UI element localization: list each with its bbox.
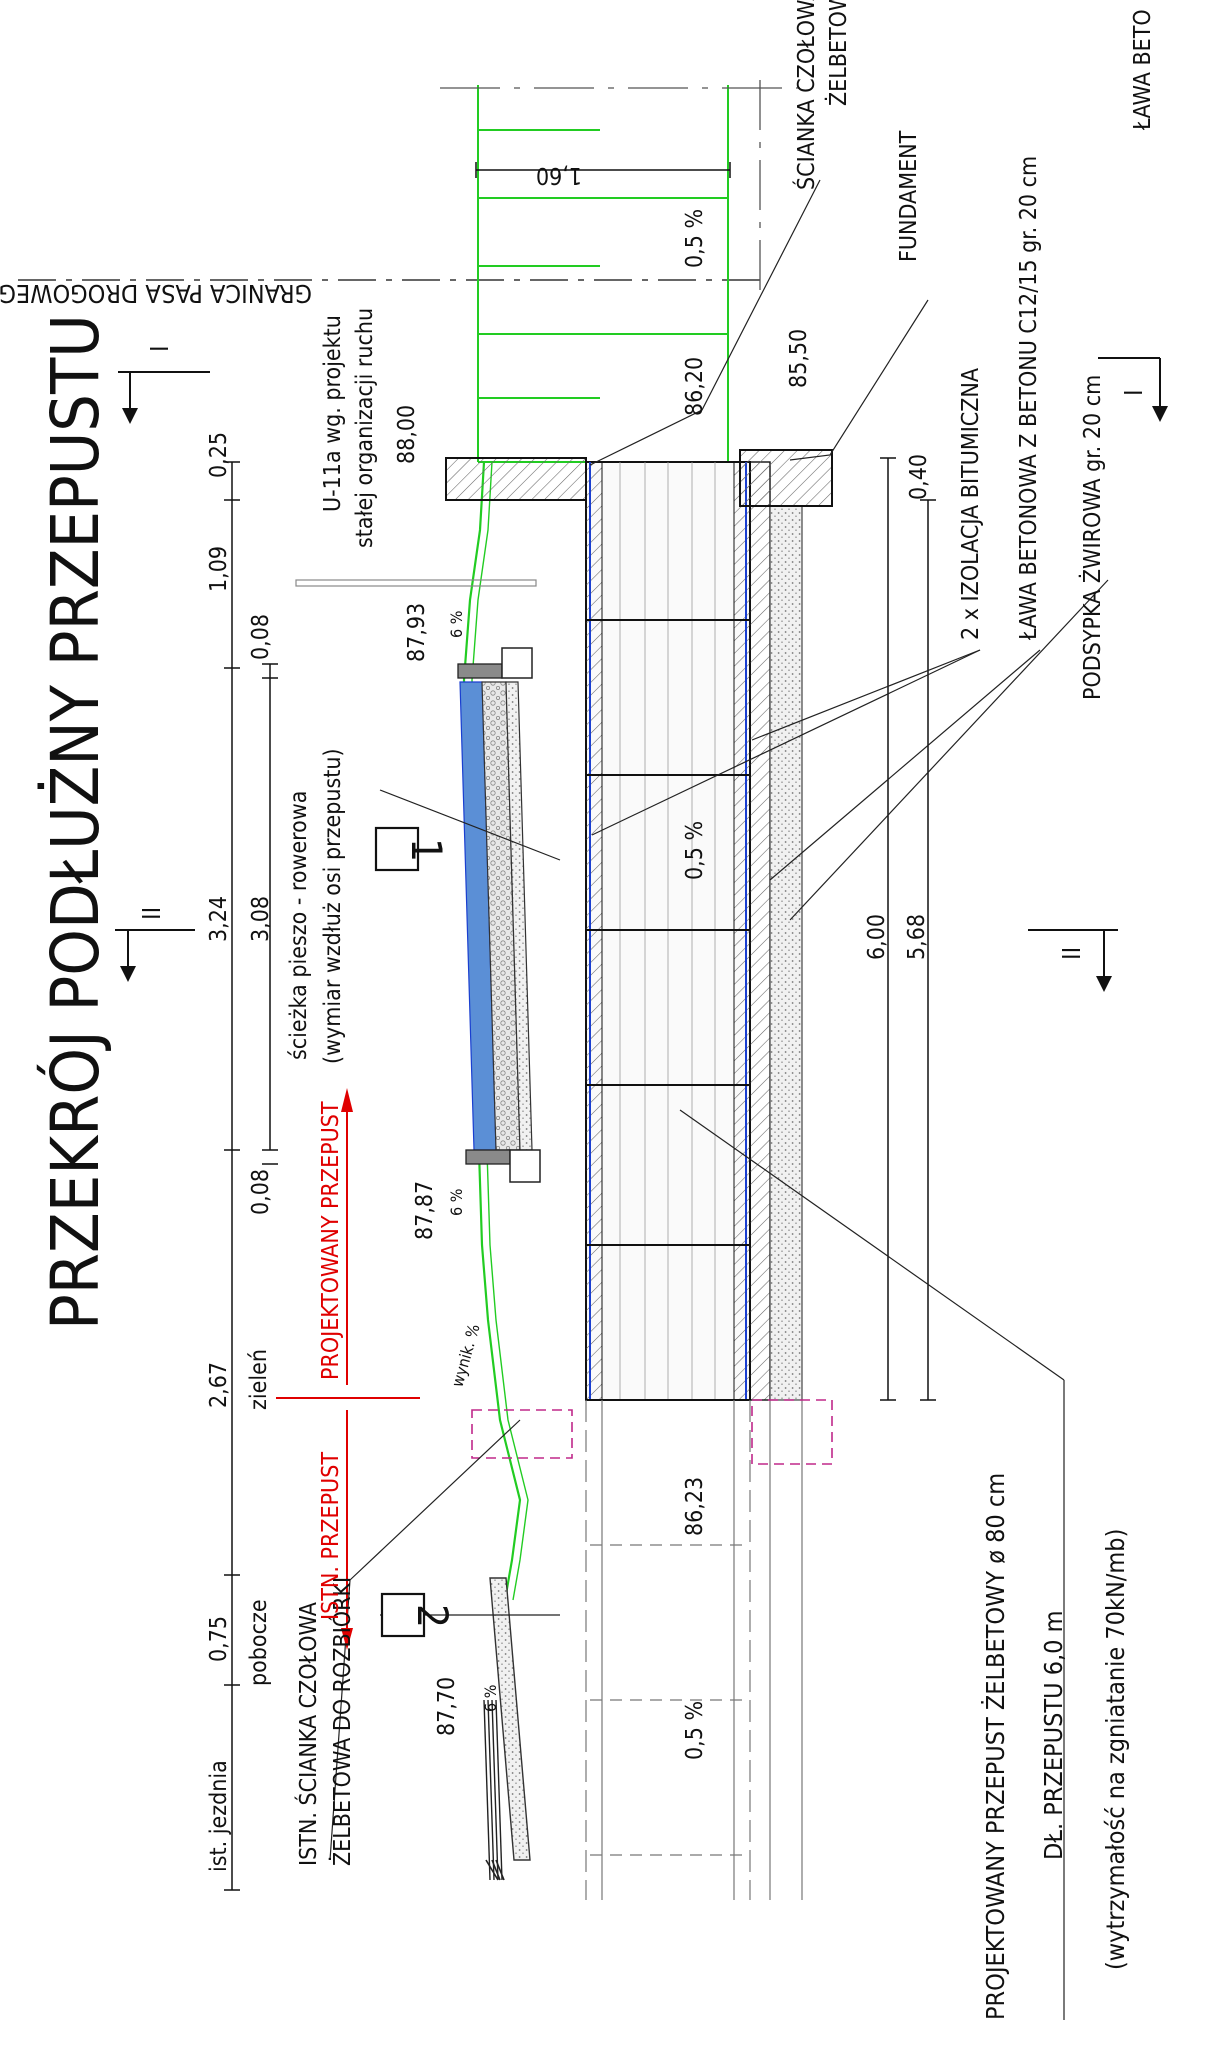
dim-075: 0,75 bbox=[206, 1616, 232, 1662]
slope-6-mid: 6 % bbox=[447, 1189, 466, 1216]
dim-324: 3,24 bbox=[206, 896, 232, 942]
headwall-far-label: ŁAWA BETO bbox=[1130, 9, 1156, 131]
elev-8550: 85,50 bbox=[786, 329, 812, 388]
headwall-right bbox=[445, 457, 587, 501]
section-marker-i-right: I bbox=[1098, 357, 1168, 422]
existing-headwall-label-1: ISTN. ŚCIANKA CZOŁOWA bbox=[294, 1602, 322, 1866]
culvert-pipe bbox=[585, 461, 751, 1401]
slope-05-bottom: 0,5 % bbox=[682, 1701, 708, 1760]
road-layers bbox=[483, 1699, 503, 1881]
projected-arrow-head bbox=[341, 1088, 353, 1112]
existing-headwall-demolition bbox=[471, 1399, 833, 1881]
podsypka-label: PODSYPKA ŻWIROWA gr. 20 cm bbox=[1078, 375, 1106, 700]
zone-jezdnia: ist. jezdnia bbox=[206, 1760, 232, 1872]
culvert-note-2: DŁ. PRZEPUSTU 6,0 m bbox=[1039, 1611, 1068, 1861]
dim-568: 5,68 bbox=[904, 914, 930, 960]
dimension-line-right bbox=[475, 162, 936, 1401]
terrain-surface-line-2 bbox=[471, 461, 529, 1601]
gravel-bedding bbox=[769, 505, 803, 1401]
sign-label-1: U-11a wg. projektu bbox=[320, 315, 346, 512]
zone-zielen: zieleń bbox=[246, 1349, 272, 1410]
dim-308: 3,08 bbox=[248, 896, 274, 942]
label-projected-culvert: PROJEKTOWANY PRZEPUST bbox=[318, 1101, 344, 1380]
dimension-line-left bbox=[224, 461, 278, 1891]
dim-267: 2,67 bbox=[206, 1362, 232, 1408]
sign-label-2: stałej organizacji ruchu bbox=[352, 308, 378, 548]
slope-6-top: 6 % bbox=[447, 611, 466, 638]
elev-8787: 87,87 bbox=[412, 1181, 438, 1240]
elev-8770: 87,70 bbox=[434, 1677, 460, 1736]
section-ii-left-label: II bbox=[137, 907, 166, 920]
path-label-note: (wymiar wzdłuż osi przepustu) bbox=[320, 748, 346, 1064]
slope-05-top: 0,5 % bbox=[682, 209, 708, 268]
elev-8623: 86,23 bbox=[682, 1477, 708, 1536]
road-sign-post bbox=[295, 579, 537, 587]
zone-pobocze: pobocze bbox=[246, 1599, 272, 1686]
section-marker-i-left: I bbox=[118, 345, 210, 424]
path-label: ścieżka pieszo - rowerowa bbox=[286, 791, 312, 1060]
headwall-label-2: ŻELBETOWA bbox=[824, 0, 852, 106]
fundament-label: FUNDAMENT bbox=[896, 130, 922, 262]
label-existing-culvert: ISTN. PRZEPUST bbox=[318, 1452, 344, 1620]
terrain-grid bbox=[477, 85, 729, 463]
dim-109: 1,09 bbox=[206, 546, 232, 592]
section-i-left-label: I bbox=[145, 345, 174, 352]
dim-025: 0,25 bbox=[206, 432, 232, 478]
dim-160: 1,60 bbox=[536, 162, 582, 188]
concrete-bench bbox=[749, 461, 771, 1401]
section-i-right-label: I bbox=[1119, 389, 1148, 396]
section-marker-ii-right: II bbox=[1028, 929, 1118, 992]
road-boundary-label: GRANICA PASA DROGOWEGO bbox=[0, 279, 312, 308]
slope-wynik: wynik. % bbox=[448, 1322, 484, 1389]
marker-1: 1 bbox=[374, 826, 451, 872]
lawa-label: ŁAWA BETONOWA Z BETONU C12/15 gr. 20 cm bbox=[1016, 156, 1042, 641]
existing-arrow-head bbox=[341, 1628, 353, 1650]
elev-8620: 86,20 bbox=[682, 357, 708, 416]
cycle-path-structure bbox=[457, 647, 541, 1183]
dim-040: 0,40 bbox=[906, 454, 932, 500]
drawing-title: PRZEKRÓJ PODŁUŻNY PRZEPUSTU bbox=[37, 314, 114, 1330]
elev-8800: 88,00 bbox=[394, 405, 420, 464]
marker-2: 2 bbox=[380, 1592, 457, 1638]
elev-8793: 87,93 bbox=[404, 603, 430, 662]
izolacja-label: 2 x IZOLACJA BITUMICZNA bbox=[958, 368, 984, 640]
terrain-surface-line bbox=[462, 461, 522, 1601]
headwall-label-1: ŚCIANKA CZOŁOWA bbox=[792, 0, 820, 190]
existing-culvert bbox=[585, 1400, 803, 1900]
dim-008a: 0,08 bbox=[248, 614, 274, 660]
culvert-note-3: (wytrzymałość na zgniatanie 70kN/mb) bbox=[1101, 1529, 1130, 1970]
dim-008b: 0,08 bbox=[248, 1169, 274, 1215]
section-ii-right-label: II bbox=[1057, 947, 1086, 960]
existing-headwall-label-2: ŻELBETOWA DO ROZBIÓRKI bbox=[328, 1577, 356, 1866]
slope-05-mid: 0,5 % bbox=[682, 821, 708, 880]
culvert-note-1: PROJEKTOWANY PRZEPUST ŻELBETOWY ø 80 cm bbox=[981, 1473, 1010, 2020]
marker-2-label: 2 bbox=[408, 1604, 457, 1628]
marker-1-label: 1 bbox=[402, 838, 451, 862]
dim-600: 6,00 bbox=[864, 914, 890, 960]
slope-6-bottom: 6 % bbox=[481, 1685, 500, 1712]
section-marker-ii-left: II bbox=[115, 907, 195, 982]
foundation-block bbox=[739, 449, 833, 507]
